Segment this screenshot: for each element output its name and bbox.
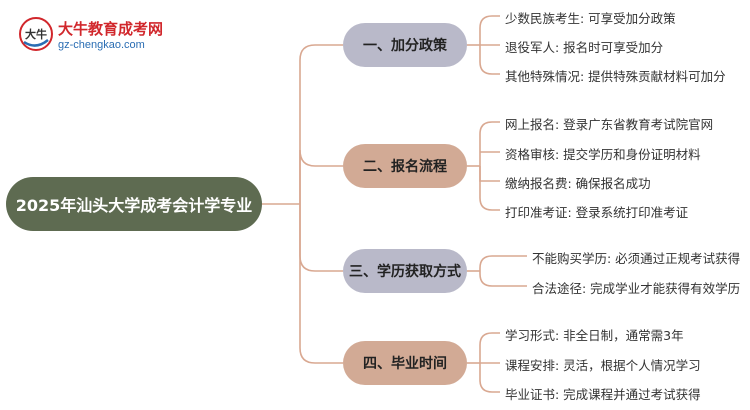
logo-mark-icon: 大牛 [19,17,53,51]
logo-url: gz-chengkao.com [58,39,145,51]
leaf-item: 少数民族考生: 可享受加分政策 [505,11,676,26]
branch-bonus-policy: 一、加分政策 [343,23,467,67]
leaf-item: 缴纳报名费: 确保报名成功 [505,176,651,191]
leaf-item: 退役军人: 报名时可享受加分 [505,40,664,55]
leaf-item: 学习形式: 非全日制，通常需3年 [505,328,684,343]
branch-degree-acquisition: 三、学历获取方式 [343,249,467,293]
brand-logo: 大牛 大牛教育成考网 gz-chengkao.com [18,16,198,60]
leaf-item: 不能购买学历: 必须通过正规考试获得 [532,251,741,266]
leaf-item: 网上报名: 登录广东省教育考试院官网 [505,117,714,132]
leaf-item: 打印准考证: 登录系统打印准考证 [505,205,689,220]
leaf-item: 资格审核: 提交学历和身份证明材料 [505,147,701,162]
root-topic: 2025年汕头大学成考会计学专业 [6,177,262,231]
leaf-item: 合法途径: 完成学业才能获得有效学历 [532,281,741,296]
leaf-item: 毕业证书: 完成课程并通过考试获得 [505,387,701,402]
branch-registration-process: 二、报名流程 [343,144,467,188]
logo-mark-text: 大牛 [25,27,47,41]
leaf-item: 其他特殊情况: 提供特殊贡献材料可加分 [505,69,726,84]
leaf-item: 课程安排: 灵活，根据个人情况学习 [505,358,701,373]
branch-graduation-time: 四、毕业时间 [343,341,467,385]
logo-title: 大牛教育成考网 [58,20,164,38]
